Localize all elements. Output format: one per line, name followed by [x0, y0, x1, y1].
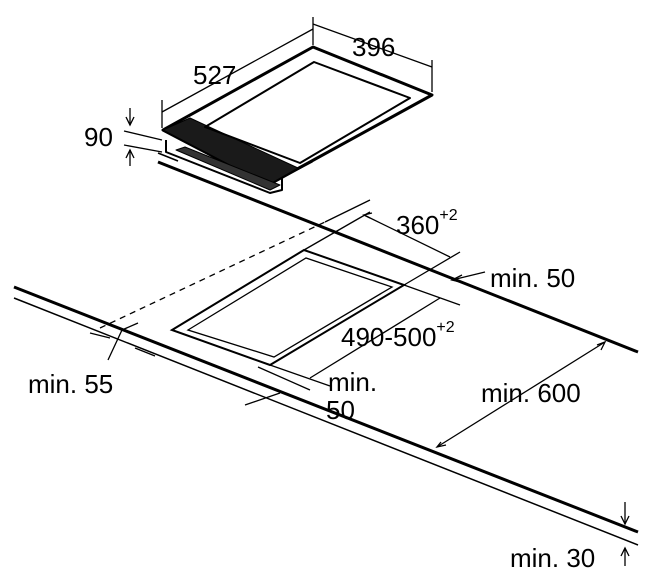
dim-min-thickness: min. 30 — [510, 543, 596, 573]
dim-min-front-line2: 50 — [326, 395, 355, 425]
hob-body — [165, 140, 283, 194]
cutout-dimensions — [89, 211, 630, 566]
dim-min-back: min. 600 — [481, 378, 581, 408]
dim-min-right: min. 50 — [490, 263, 576, 293]
dim-hob-height: 90 — [84, 122, 113, 152]
dim-min-left: min. 55 — [28, 369, 114, 399]
hob — [161, 45, 434, 194]
worktop — [13, 152, 639, 546]
dim-hob-depth: 527 — [193, 60, 237, 90]
dim-min-front-line1: min. — [328, 367, 378, 397]
cutout-inner — [186, 257, 394, 358]
hob-dimensions — [123, 17, 433, 166]
dim-cutout-depth: 490-500+2 — [341, 319, 455, 352]
dim-cutout-width: 360+2 — [396, 207, 458, 240]
dim-hob-width: 396 — [352, 32, 396, 62]
hob-glass-inner — [204, 61, 411, 164]
